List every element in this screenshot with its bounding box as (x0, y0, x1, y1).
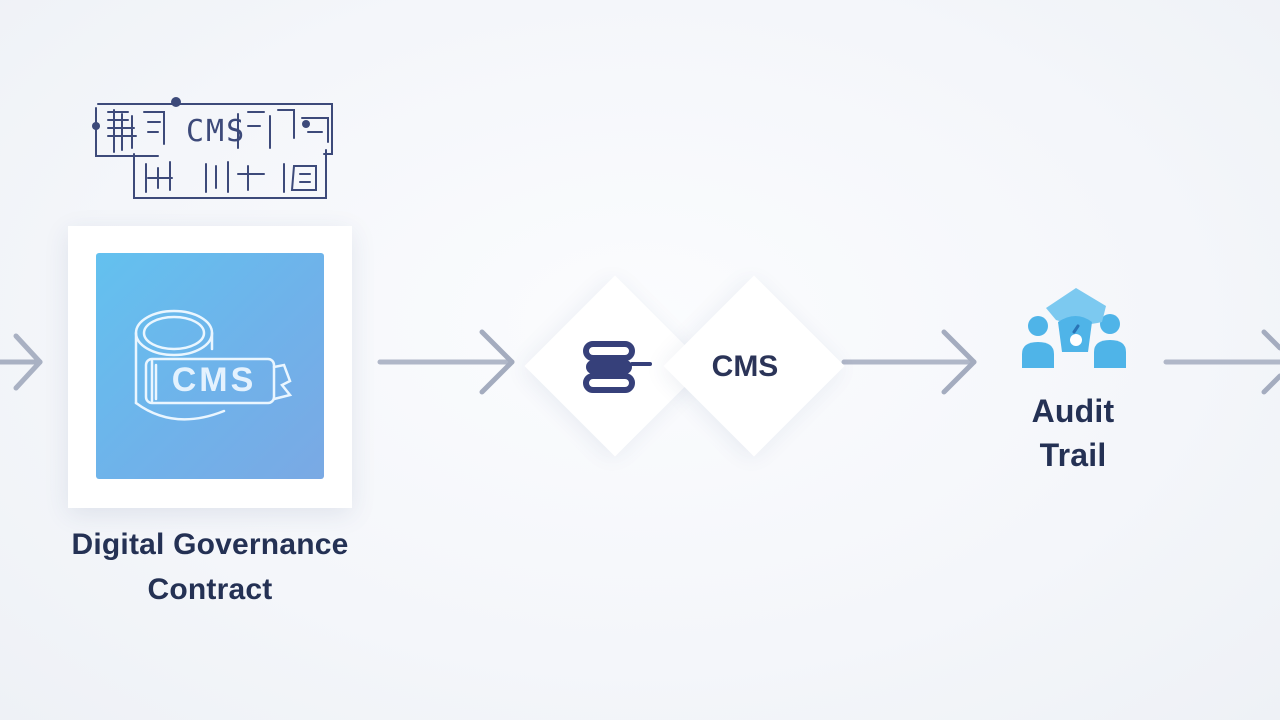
tile-cms-text: CMS (171, 361, 257, 399)
arrow-into-contract (0, 333, 43, 391)
arrow-contract-to-db (377, 329, 515, 395)
database-icon (576, 336, 660, 396)
contract-card: CMS (68, 226, 352, 508)
audit-caption-line2: Trail (1039, 437, 1107, 473)
cms-label: CMS (711, 350, 779, 383)
arrow-out-of-audit (1163, 329, 1280, 395)
people-group-icon (1016, 282, 1136, 378)
contract-caption-line1: Digital Governance (71, 528, 349, 561)
audit-caption-line1: Audit (1031, 393, 1115, 429)
contract-tile: CMS (96, 253, 324, 479)
database-drum-icon (134, 309, 293, 421)
arrow-cms-to-audit (841, 329, 977, 395)
sketch-label: CMS (186, 114, 247, 149)
contract-caption-line2: Contract (147, 573, 273, 606)
circuit-sketch-icon: CMS (88, 92, 344, 206)
